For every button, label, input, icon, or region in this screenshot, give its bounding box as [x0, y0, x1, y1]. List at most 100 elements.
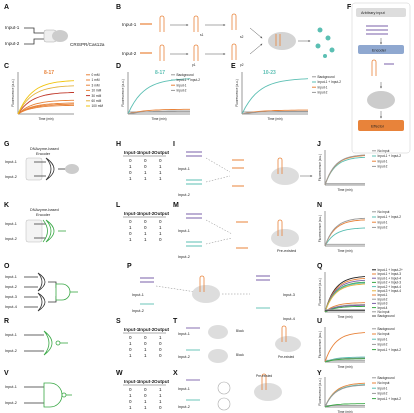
chart-title: 8-17 — [44, 70, 54, 76]
legend-label: Input-2 — [378, 165, 388, 169]
table-cell: 1 — [159, 335, 162, 340]
panel-i: I Input-1 Input-2 — [173, 141, 313, 197]
y-axis-label: Fluorescence (a.u.) — [318, 154, 322, 181]
legend-label: Input-1 + Input-2 — [378, 154, 402, 158]
input-2-label: Input-2 — [178, 255, 190, 259]
panel-letter: O — [4, 263, 10, 270]
series-line — [324, 302, 365, 313]
table-header: Input-2 — [139, 327, 155, 332]
legend-label: Input-1 — [378, 386, 388, 390]
y-axis-label: Fluorescence (a.u.) — [11, 79, 15, 106]
panel-letter: P — [127, 263, 132, 270]
table-cell: 1 — [144, 399, 147, 404]
chart-y: Fluorescence (a.u.)Time (min)BackgroundN… — [318, 376, 401, 413]
table-cell: 0 — [129, 399, 132, 404]
x-axis-label: Time (min) — [267, 117, 282, 121]
cas12a-icon — [52, 30, 68, 42]
series-line — [324, 277, 366, 313]
legend-label: No input — [378, 149, 390, 153]
legend-label: Input-2 — [318, 91, 328, 95]
panel-o: O Input-1 Input-2 Input-3 Input-4 — [4, 263, 78, 312]
table-cell: 1 — [144, 237, 147, 242]
legend-label: Input-2 + Input-3 — [378, 281, 402, 285]
panel-letter: M — [173, 202, 179, 209]
strand-label: s2 — [240, 35, 244, 39]
chart-c: Fluorescence (a.u.)Time (min)0 mM1 mM3 m… — [11, 72, 103, 121]
panel-p: P Input-1 Input-2 Input-3 Input-4 — [127, 263, 295, 321]
block-label: Block — [236, 353, 244, 357]
input-1-label: Input-1 — [5, 160, 17, 164]
series-line — [241, 78, 309, 115]
series-line — [324, 279, 366, 313]
table-cell: 0 — [159, 219, 162, 224]
x-axis-label: Time (min) — [337, 410, 352, 413]
hairpin-icon — [159, 15, 165, 32]
legend-label: No input — [378, 332, 390, 336]
input-1-label: Input-1 — [178, 167, 190, 171]
table-header: Output — [154, 211, 170, 216]
table-cell: 1 — [159, 176, 162, 181]
table-cell: 1 — [144, 347, 147, 352]
table-cell: 0 — [144, 164, 147, 169]
table-cell: 0 — [144, 393, 147, 398]
input-1-label: Input-1 — [5, 333, 17, 337]
legend-label: Input-1 + Input-2 — [378, 397, 402, 401]
chart-n: Fluorescence (a.u.)Time (min)No inputInp… — [318, 210, 401, 253]
input-4-label: Input-4 — [283, 317, 295, 321]
table-cell: 0 — [129, 387, 132, 392]
panel-letter: A — [4, 4, 9, 11]
series-line — [324, 304, 365, 313]
legend-label: No input — [378, 210, 390, 214]
series-line — [17, 103, 74, 115]
table-cell: 0 — [144, 225, 147, 230]
input-2-label: Input-2 — [178, 355, 190, 359]
panel-letter: R — [4, 318, 9, 325]
cas12a-label: CRISPR/Cas12a — [70, 42, 105, 47]
panel-letter: D — [116, 63, 121, 70]
table-cell: 0 — [159, 237, 162, 242]
series-line — [324, 358, 365, 363]
or-gate-icon — [37, 292, 46, 312]
panel-letter: F — [347, 4, 352, 11]
table-cell: 1 — [159, 164, 162, 169]
table-cell: 1 — [129, 176, 132, 181]
table-cell: 1 — [159, 231, 162, 236]
effector-label: Effector — [371, 125, 385, 129]
table-cell: 0 — [144, 335, 147, 340]
input-1-label: Input-1 — [178, 229, 190, 233]
series-line — [324, 384, 366, 408]
input-2-label: Input-2 — [5, 41, 20, 46]
panel-letter: H — [116, 141, 121, 148]
nor-gate-icon — [43, 330, 53, 356]
legend-label: Input-1 + Input-2 — [378, 215, 402, 219]
x-axis-label: Time (min) — [151, 117, 166, 121]
table-cell: 1 — [129, 353, 132, 358]
input-2-label: Input-2 — [5, 349, 17, 353]
series-line — [324, 403, 366, 408]
legend-label: Input-1 + Input-2+ — [378, 268, 403, 272]
table-cell: 0 — [159, 405, 162, 410]
panel-letter: N — [317, 202, 322, 209]
input-2-label: Input-2 — [178, 405, 190, 409]
panel-letter: U — [317, 318, 322, 325]
panel-letter: T — [173, 318, 178, 325]
table-header: Input-2 — [139, 379, 155, 384]
series-line — [17, 104, 74, 115]
legend-label: Input-2 — [378, 392, 388, 396]
table-cell: 0 — [144, 219, 147, 224]
panel-r: R Input-1 Input-2 — [4, 318, 68, 356]
table-cell: 1 — [129, 393, 132, 398]
legend-label: Input-3 — [378, 302, 388, 306]
panel-letter: X — [173, 370, 178, 377]
input-1-label: Input-1 — [5, 25, 20, 30]
series-line — [324, 356, 365, 363]
table-cell: 0 — [129, 170, 132, 175]
panel-f: F Arbitrary input Encoder Effector — [347, 2, 411, 154]
input-2-label: Input-2 — [5, 285, 17, 289]
legend-label: Input-2 — [378, 226, 388, 230]
block-label: Block — [236, 329, 244, 333]
